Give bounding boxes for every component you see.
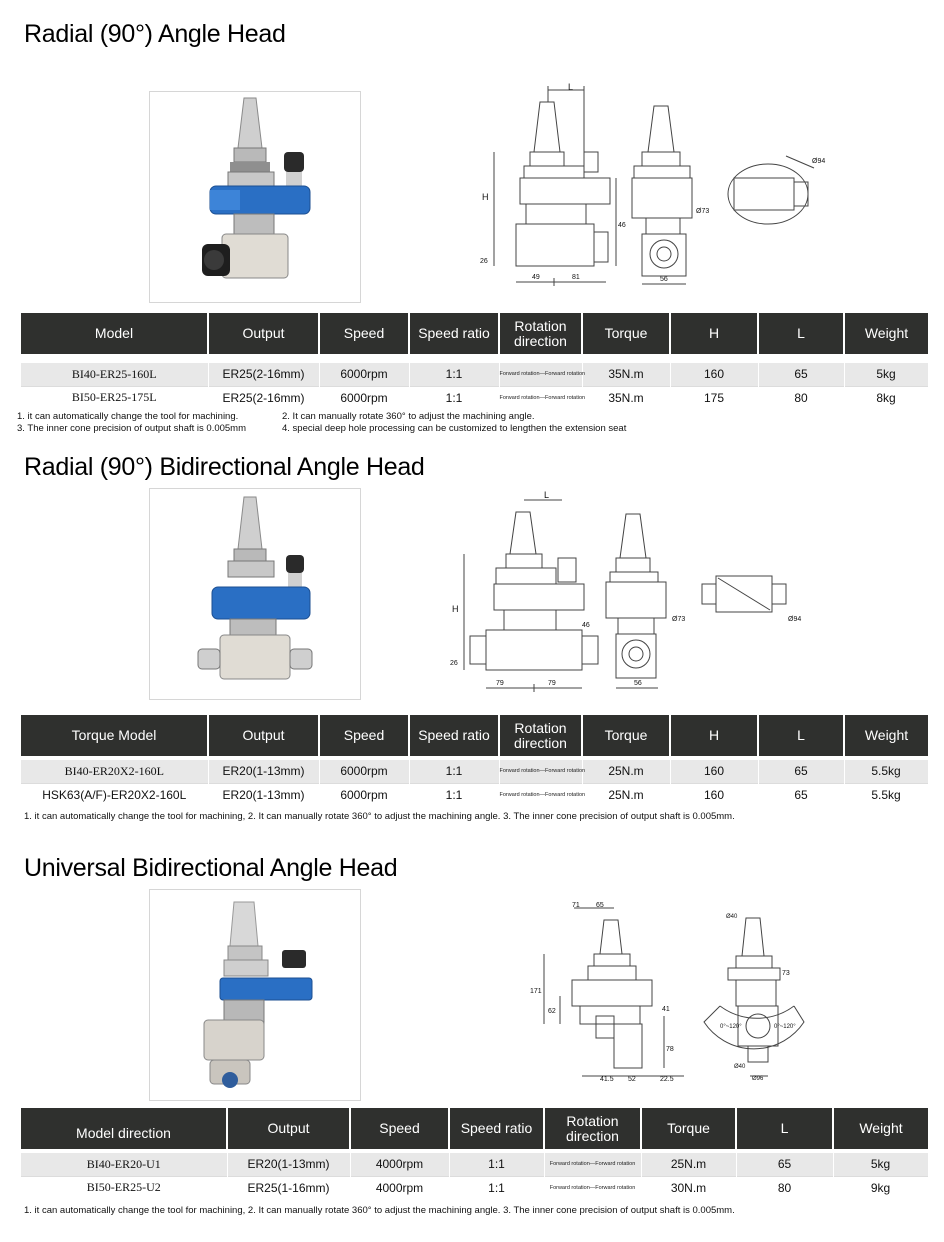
header-model: Model: [21, 313, 209, 354]
header-l: L: [758, 313, 845, 354]
dim-79a: 79: [496, 680, 504, 687]
dim-41-5: 41.5: [600, 1076, 614, 1083]
header-speed: Speed: [350, 1108, 450, 1149]
dim-d96: Ø96: [752, 1076, 764, 1082]
header-torque: Torque: [641, 1108, 737, 1149]
header-output: Output: [227, 1108, 351, 1149]
dim-d94: Ø94: [788, 616, 802, 623]
dim-d73: Ø73: [672, 616, 686, 623]
section1-note-2: 2. It can manually rotate 360° to adjust…: [282, 411, 535, 422]
dim-65: 65: [596, 902, 604, 909]
section2-product-photo: [149, 488, 361, 700]
section1-technical-drawing: L H 49 81 46 26 Ø73 56 Ø94: [476, 82, 836, 292]
dim-26: 26: [450, 660, 458, 667]
dim-73: 73: [782, 970, 790, 977]
dim-d94: Ø94: [812, 158, 826, 165]
dim-d40b: Ø40: [734, 1064, 746, 1070]
section1-spec-table: Model Output Speed Speed ratio Rotation …: [21, 313, 929, 409]
section1-note-3: 3. The inner cone precision of output sh…: [17, 423, 247, 434]
header-torque: Torque: [582, 313, 671, 354]
table-row: BI50-ER25-175L ER25(2-16mm) 6000rpm 1:1 …: [21, 385, 929, 409]
section3-spec-table: Model direction Output Speed Speed ratio…: [21, 1108, 929, 1199]
header-torque: Torque: [582, 715, 671, 756]
header-h: H: [670, 715, 759, 756]
dim-angle-right: 0°~120°: [774, 1024, 796, 1030]
header-rotation-direction: Rotation direction: [544, 1108, 642, 1149]
dim-49: 49: [532, 274, 540, 281]
header-rotation-direction: Rotation direction: [499, 715, 583, 756]
table-row: BI40-ER25-160L ER25(2-16mm) 6000rpm 1:1 …: [21, 363, 929, 386]
dim-L: L: [544, 490, 550, 500]
header-speed: Speed: [319, 313, 410, 354]
header-rotation-direction: Rotation direction: [499, 313, 583, 354]
dim-56: 56: [660, 276, 668, 283]
section1-note-4: 4. special deep hole processing can be c…: [282, 423, 627, 434]
table-row: BI40-ER20-U1 ER20(1-13mm) 4000rpm 1:1 Fo…: [21, 1153, 929, 1176]
header-speed: Speed: [319, 715, 410, 756]
dim-46: 46: [582, 622, 590, 629]
header-weight: Weight: [844, 715, 928, 756]
section1-title: Radial (90°) Angle Head: [24, 20, 286, 48]
section2-technical-drawing: L H 79 79 46 26 Ø73 56 Ø94: [446, 484, 826, 696]
section2-title: Radial (90°) Bidirectional Angle Head: [24, 453, 425, 481]
header-l: L: [736, 1108, 834, 1149]
dim-52: 52: [628, 1076, 636, 1083]
table-row: BI40-ER20X2-160L ER20(1-13mm) 6000rpm 1:…: [21, 760, 929, 783]
table-row: HSK63(A/F)-ER20X2-160L ER20(1-13mm) 6000…: [21, 782, 929, 806]
section1-product-photo: [149, 91, 361, 303]
section2-spec-table: Torque Model Output Speed Speed ratio Ro…: [21, 715, 929, 806]
header-l: L: [758, 715, 845, 756]
dim-78: 78: [666, 1046, 674, 1053]
section1-note-1: 1. it can automatically change the tool …: [17, 411, 239, 422]
dim-d40: Ø40: [726, 914, 738, 920]
header-output: Output: [208, 313, 320, 354]
dim-d73: Ø73: [696, 208, 710, 215]
section3-note: 1. it can automatically change the tool …: [24, 1205, 735, 1216]
section3-product-photo: [149, 889, 361, 1101]
header-h: H: [670, 313, 759, 354]
header-torque-model: Torque Model: [21, 715, 209, 756]
header-speed-ratio: Speed ratio: [409, 715, 500, 756]
dim-26: 26: [480, 258, 488, 265]
dim-62: 62: [548, 1008, 556, 1015]
section2-note: 1. it can automatically change the tool …: [24, 811, 735, 822]
dim-171: 171: [530, 988, 542, 995]
header-output: Output: [208, 715, 320, 756]
dim-71: 71: [572, 902, 580, 909]
header-speed-ratio: Speed ratio: [449, 1108, 545, 1149]
header-weight: Weight: [844, 313, 928, 354]
header-weight: Weight: [833, 1108, 928, 1149]
dim-46: 46: [618, 222, 626, 229]
dim-56: 56: [634, 680, 642, 687]
dim-22-5: 22.5: [660, 1076, 674, 1083]
dim-angle-left: 0°~120°: [720, 1024, 742, 1030]
dim-79b: 79: [548, 680, 556, 687]
dim-81: 81: [572, 274, 580, 281]
section3-technical-drawing: 71 65 171 62 41 78 41.5 52 22.5 Ø40 73 0…: [524, 896, 824, 1092]
dim-H: H: [452, 604, 459, 614]
table-row: BI50-ER25-U2 ER25(1-16mm) 4000rpm 1:1 Fo…: [21, 1175, 929, 1199]
dim-H: H: [482, 192, 489, 202]
dim-L: L: [568, 82, 574, 92]
section3-title: Universal Bidirectional Angle Head: [24, 854, 398, 882]
dim-41: 41: [662, 1006, 670, 1013]
header-speed-ratio: Speed ratio: [409, 313, 500, 354]
header-model-direction: Model direction: [21, 1108, 228, 1149]
